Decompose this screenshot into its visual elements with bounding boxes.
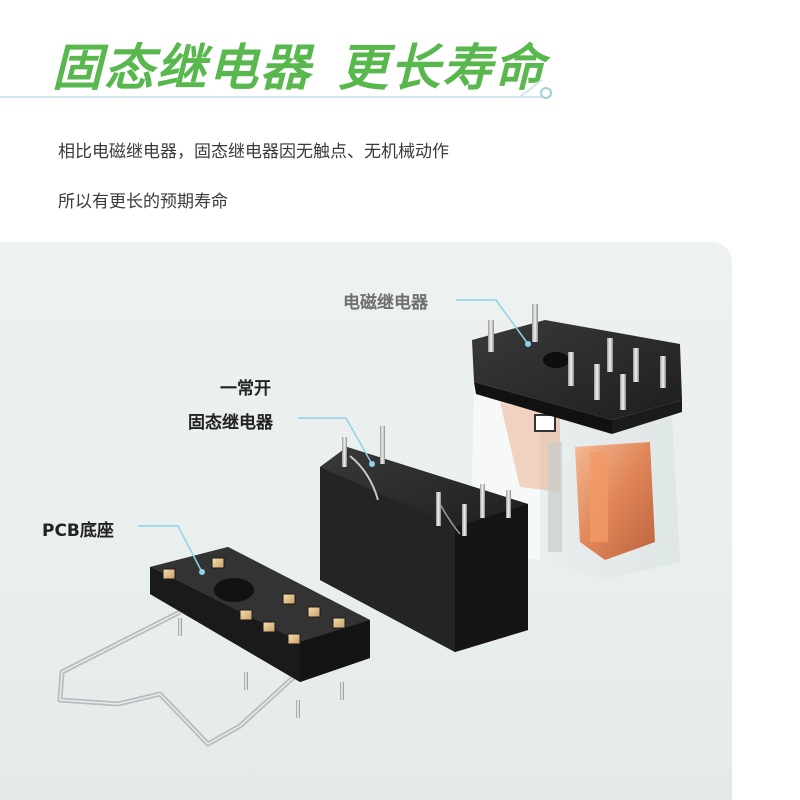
label-electromagnetic-relay: 电磁继电器 xyxy=(343,293,428,313)
leader-lines xyxy=(138,299,529,573)
title-underline xyxy=(0,96,548,98)
title-underline-dot xyxy=(540,87,552,99)
leader-dots xyxy=(199,341,531,575)
headline-part2: 更长寿命 xyxy=(338,39,546,97)
headline: 固态继电器更长寿命 xyxy=(52,28,546,100)
pcb-socket xyxy=(57,547,370,747)
description-line-1: 相比电磁继电器，固态继电器因无触点、无机械动作 xyxy=(58,142,449,162)
label-ssr-line-2: 固态继电器 xyxy=(188,413,273,433)
product-scene: 电磁继电器 一常开 固态继电器 PCB底座 xyxy=(0,242,732,800)
label-pcb-socket: PCB底座 xyxy=(42,521,114,541)
label-ssr-line-1: 一常开 xyxy=(220,379,271,399)
product-illustration xyxy=(57,299,682,747)
description-line-2: 所以有更长的预期寿命 xyxy=(58,192,228,212)
solid-state-relay xyxy=(320,426,528,652)
headline-part1: 固态继电器 xyxy=(52,39,312,97)
